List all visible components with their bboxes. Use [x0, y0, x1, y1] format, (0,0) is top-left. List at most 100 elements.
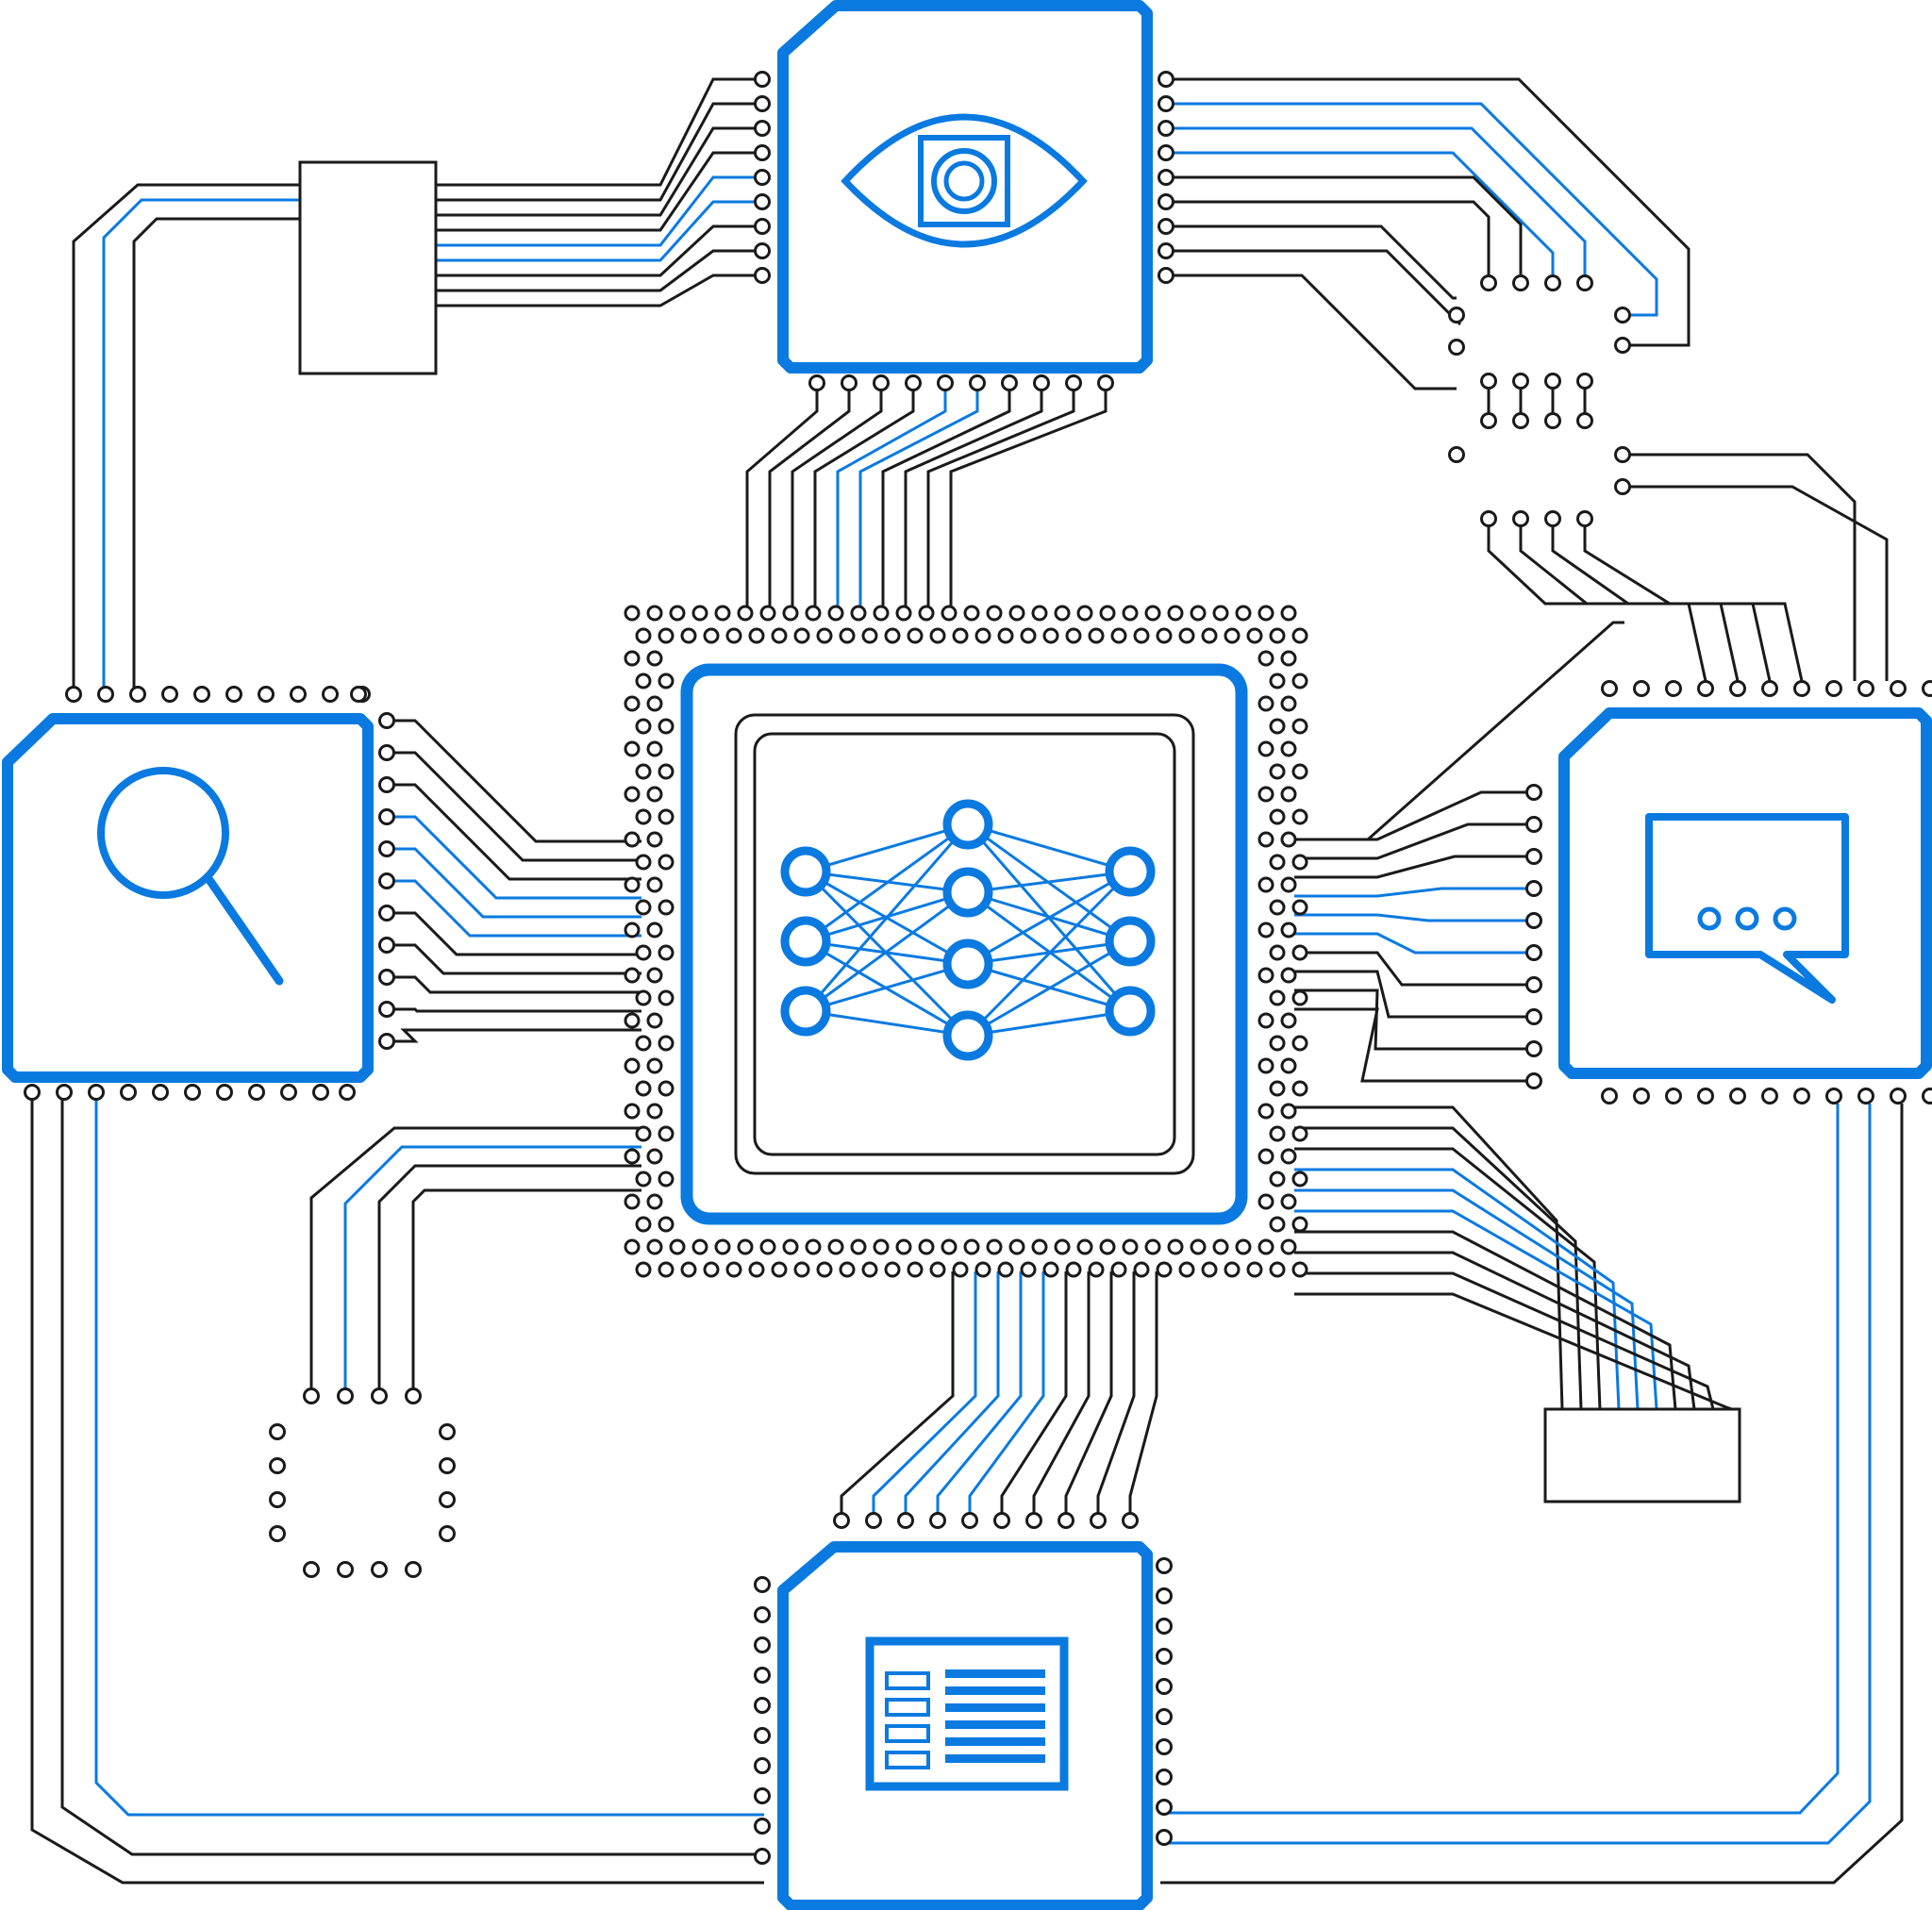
trace — [1294, 887, 1526, 898]
contact-pad — [1025, 1512, 1042, 1529]
contact-pad — [88, 1084, 105, 1101]
contact-pad — [754, 1787, 771, 1804]
contact-pad — [1697, 680, 1714, 697]
trace — [394, 943, 641, 975]
contact-pad — [658, 1125, 675, 1142]
contact-pad — [1097, 374, 1114, 391]
contact-pad — [1178, 1261, 1195, 1278]
contact-pad — [378, 808, 395, 825]
contact-pad — [1054, 1238, 1071, 1255]
contact-pad — [808, 374, 825, 391]
contact-pad — [1156, 1618, 1173, 1635]
contact-pad — [658, 718, 675, 735]
contact-pad — [1201, 627, 1218, 644]
contact-pad — [161, 686, 178, 703]
contact-pad — [929, 1261, 946, 1278]
trace — [377, 1164, 641, 1396]
contact-pad — [963, 605, 980, 622]
trace — [394, 751, 641, 862]
contact-pad — [754, 267, 771, 284]
contact-pad — [624, 1193, 641, 1210]
contact-pad — [624, 650, 641, 667]
document-module — [777, 1541, 1153, 1910]
contact-pad — [1156, 1799, 1173, 1816]
contact-pad — [1890, 1088, 1907, 1104]
contact-pad — [1212, 605, 1229, 622]
contact-pad — [624, 922, 641, 938]
contact-pad — [1158, 144, 1174, 161]
contact-pad — [439, 1423, 456, 1440]
contact-pad — [322, 686, 339, 703]
contact-pad — [703, 627, 720, 644]
contact-pad — [1280, 1103, 1297, 1120]
contact-pad — [754, 1697, 771, 1714]
trace — [1294, 951, 1526, 987]
contact-pad — [1269, 1216, 1286, 1233]
contact-pad — [1525, 784, 1542, 801]
contact-pad — [439, 1491, 456, 1508]
contact-pad — [691, 605, 708, 622]
nn-edge — [966, 870, 1132, 1038]
contact-pad — [1156, 627, 1173, 644]
contact-pad — [658, 1035, 675, 1052]
contact-pad — [1110, 627, 1127, 644]
contact-pad — [1857, 1088, 1874, 1104]
contact-pad — [1280, 650, 1297, 667]
contact-pad — [1033, 374, 1050, 391]
contact-pad — [1224, 627, 1241, 644]
contact-pad — [646, 876, 663, 893]
form-document-icon — [865, 1636, 1069, 1791]
nn-node — [780, 986, 831, 1037]
contact-pad — [1280, 740, 1297, 757]
contact-pad — [754, 1757, 771, 1774]
contact-pad — [1246, 627, 1263, 644]
contact-pad — [635, 1125, 652, 1142]
contact-pad — [1257, 1103, 1274, 1120]
eye-icon — [841, 113, 1088, 248]
contact-pad — [839, 1261, 856, 1278]
contact-pad — [1291, 718, 1308, 735]
contact-pad — [658, 989, 675, 1006]
trace — [394, 911, 641, 956]
contact-pad — [1156, 1678, 1173, 1695]
nn-node — [942, 867, 993, 918]
contact-pad — [1448, 339, 1465, 356]
contact-pad — [754, 95, 771, 112]
contact-pad — [1042, 1261, 1059, 1278]
contact-pad — [1291, 1171, 1308, 1188]
contact-pad — [1544, 510, 1561, 527]
contact-pad — [1280, 1057, 1297, 1074]
contact-pad — [1257, 967, 1274, 984]
contact-pad — [646, 1012, 663, 1029]
trace — [1064, 1271, 1113, 1513]
contact-pad — [1158, 120, 1174, 137]
contact-pad — [1576, 510, 1593, 527]
contact-pad — [850, 605, 867, 622]
contact-pad — [1156, 1738, 1173, 1755]
contact-pad — [907, 1261, 924, 1278]
contact-pad — [725, 627, 742, 644]
contact-pad — [873, 374, 890, 391]
contact-pad — [1291, 854, 1308, 871]
contact-pad — [1144, 1238, 1161, 1255]
trace — [1294, 1105, 1564, 1410]
contact-pad — [624, 967, 641, 984]
contact-pad — [290, 686, 307, 703]
contact-pad — [805, 605, 822, 622]
contact-pad — [873, 605, 890, 622]
contact-pad — [439, 1525, 456, 1542]
contact-pad — [1133, 627, 1150, 644]
contact-pad — [1269, 1080, 1286, 1097]
contact-pad — [1291, 673, 1308, 689]
contact-pad — [1158, 95, 1174, 112]
trace — [1160, 1104, 1840, 1815]
trace — [1174, 274, 1457, 390]
contact-pad — [1031, 605, 1048, 622]
contact-pad — [248, 1084, 265, 1101]
contact-pad — [1133, 1261, 1150, 1278]
contact-pad — [884, 1261, 901, 1278]
trace — [926, 390, 1075, 613]
contact-pad — [1257, 1057, 1274, 1074]
contact-pad — [895, 605, 912, 622]
contact-pad — [1525, 880, 1542, 897]
